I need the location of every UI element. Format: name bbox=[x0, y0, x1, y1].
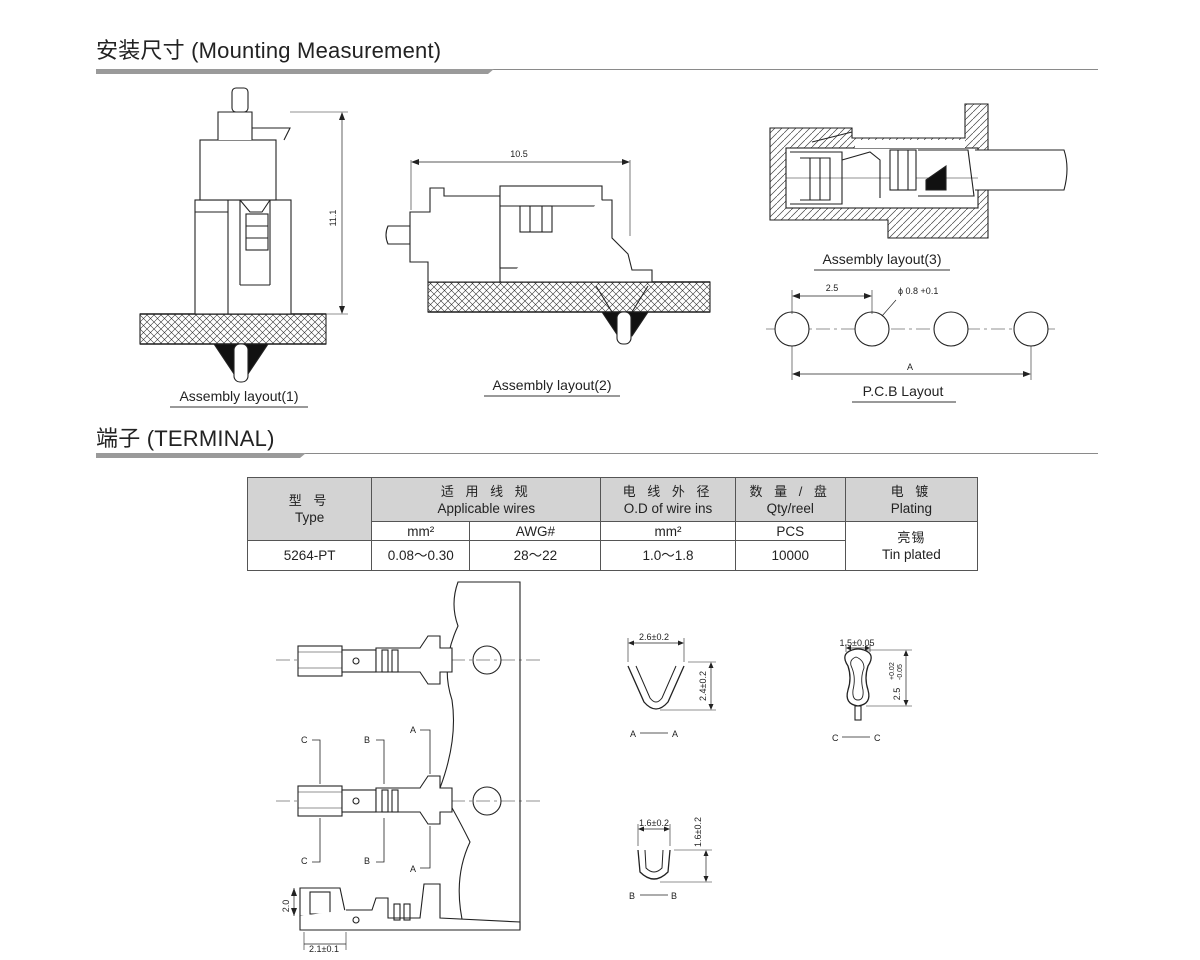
header-plating: 电 镀 Plating bbox=[844, 477, 979, 522]
subheader-od-mm2: mm² bbox=[600, 521, 736, 541]
cell-od: 1.0～1.8 bbox=[600, 540, 736, 571]
header-qty-en: Qty/reel bbox=[766, 500, 814, 516]
header-od-en: O.D of wire ins bbox=[623, 500, 713, 516]
cell-awg: 28～22 bbox=[469, 540, 602, 571]
caption-assembly-layout-2: Assembly layout(2) bbox=[492, 377, 611, 393]
section-cc bbox=[842, 644, 912, 738]
dim-cc-tol-minus: -0.05 bbox=[897, 664, 904, 680]
pcb-board bbox=[427, 281, 711, 313]
terminal-label-b-top: B bbox=[364, 735, 370, 745]
assembly-layout-2 bbox=[385, 159, 711, 345]
caption-assembly-layout-3: Assembly layout(3) bbox=[822, 251, 941, 267]
cell-plating-en: Tin plated bbox=[881, 547, 941, 562]
dim-pcb-pitch: 2.5 bbox=[826, 283, 839, 293]
dim-terminal-height: 2.0 bbox=[281, 900, 291, 913]
subheader-mm2: mm² bbox=[371, 521, 471, 541]
header-plating-en: Plating bbox=[890, 500, 933, 516]
section-aa-label-left: A bbox=[630, 729, 636, 739]
section-title-terminal: 端子 (TERMINAL) bbox=[96, 426, 275, 451]
terminal-label-c-bottom: C bbox=[301, 856, 308, 866]
dim-cc-tol-plus: +0.02 bbox=[889, 662, 896, 680]
cell-plating-cn: 亮锡 bbox=[897, 530, 926, 545]
dim-layout2-width: 10.5 bbox=[510, 149, 528, 159]
terminal-label-a-top: A bbox=[410, 725, 416, 735]
section-rule bbox=[96, 453, 1098, 454]
header-type: 型 号 Type bbox=[246, 477, 373, 541]
section-aa-label-right: A bbox=[672, 729, 678, 739]
header-od: 电 线 外 径 O.D of wire ins bbox=[600, 477, 736, 522]
terminal-label-c-top: C bbox=[301, 735, 308, 745]
header-od-cn: 电 线 外 径 bbox=[622, 483, 714, 499]
dim-terminal-width: 2.1±0.1 bbox=[309, 944, 339, 954]
pcb-board bbox=[139, 313, 327, 345]
header-qty: 数 量 / 盘 Qty/reel bbox=[734, 477, 846, 522]
cell-mm2: 0.08～0.30 bbox=[371, 540, 471, 571]
dim-cc-width: 1.5±0.05 bbox=[840, 638, 875, 648]
header-type-en: Type bbox=[294, 510, 325, 525]
header-wires-cn: 适 用 线 规 bbox=[440, 483, 532, 499]
caption-assembly-layout-1: Assembly layout(1) bbox=[179, 388, 298, 404]
header-type-cn: 型 号 bbox=[288, 493, 331, 508]
cell-plating: 亮锡 Tin plated bbox=[844, 521, 979, 571]
section-bb-label-left: B bbox=[629, 891, 635, 901]
terminal-strip bbox=[276, 581, 540, 950]
pcb-layout bbox=[766, 290, 1058, 380]
section-cc-label-right: C bbox=[874, 733, 881, 743]
dim-layout1-height: 11.1 bbox=[328, 210, 338, 227]
terminal-label-b-bottom: B bbox=[364, 856, 370, 866]
terminal-spec-table: 型 号 Type 适 用 线 规 Applicable wires 电 线 外 … bbox=[246, 477, 979, 571]
section-title-mounting: 安装尺寸 (Mounting Measurement) bbox=[96, 38, 442, 63]
header-qty-cn: 数 量 / 盘 bbox=[749, 483, 831, 499]
section-bb bbox=[637, 824, 712, 896]
subheader-pcs: PCS bbox=[734, 521, 846, 541]
section-bb-label-right: B bbox=[671, 891, 677, 901]
dim-aa-width: 2.6±0.2 bbox=[639, 632, 669, 642]
cell-type: 5264-PT bbox=[246, 540, 373, 571]
section-aa bbox=[627, 638, 716, 734]
header-plating-cn: 电 镀 bbox=[890, 483, 933, 499]
caption-pcb-layout: P.C.B Layout bbox=[863, 383, 944, 399]
dim-aa-height: 2.4±0.2 bbox=[698, 671, 708, 701]
dim-pcb-a: A bbox=[907, 362, 913, 372]
section-rule-accent bbox=[96, 453, 306, 458]
cell-qty: 10000 bbox=[734, 540, 846, 571]
dim-cc-height: 2.5 bbox=[892, 688, 902, 701]
subheader-awg: AWG# bbox=[469, 521, 602, 541]
dim-bb-height: 1.6±0.2 bbox=[693, 817, 703, 847]
section-rule-accent bbox=[96, 69, 494, 74]
header-wires-en: Applicable wires bbox=[437, 500, 536, 516]
assembly-layout-1 bbox=[139, 87, 348, 383]
section-rule bbox=[96, 69, 1098, 70]
dim-pcb-hole: ϕ 0.8 +0.1 bbox=[898, 286, 938, 296]
assembly-layout-3 bbox=[769, 103, 1068, 239]
terminal-label-a-bottom: A bbox=[410, 864, 416, 874]
header-wires: 适 用 线 规 Applicable wires bbox=[371, 477, 602, 522]
section-cc-label-left: C bbox=[832, 733, 839, 743]
dim-bb-width: 1.6±0.2 bbox=[639, 818, 669, 828]
